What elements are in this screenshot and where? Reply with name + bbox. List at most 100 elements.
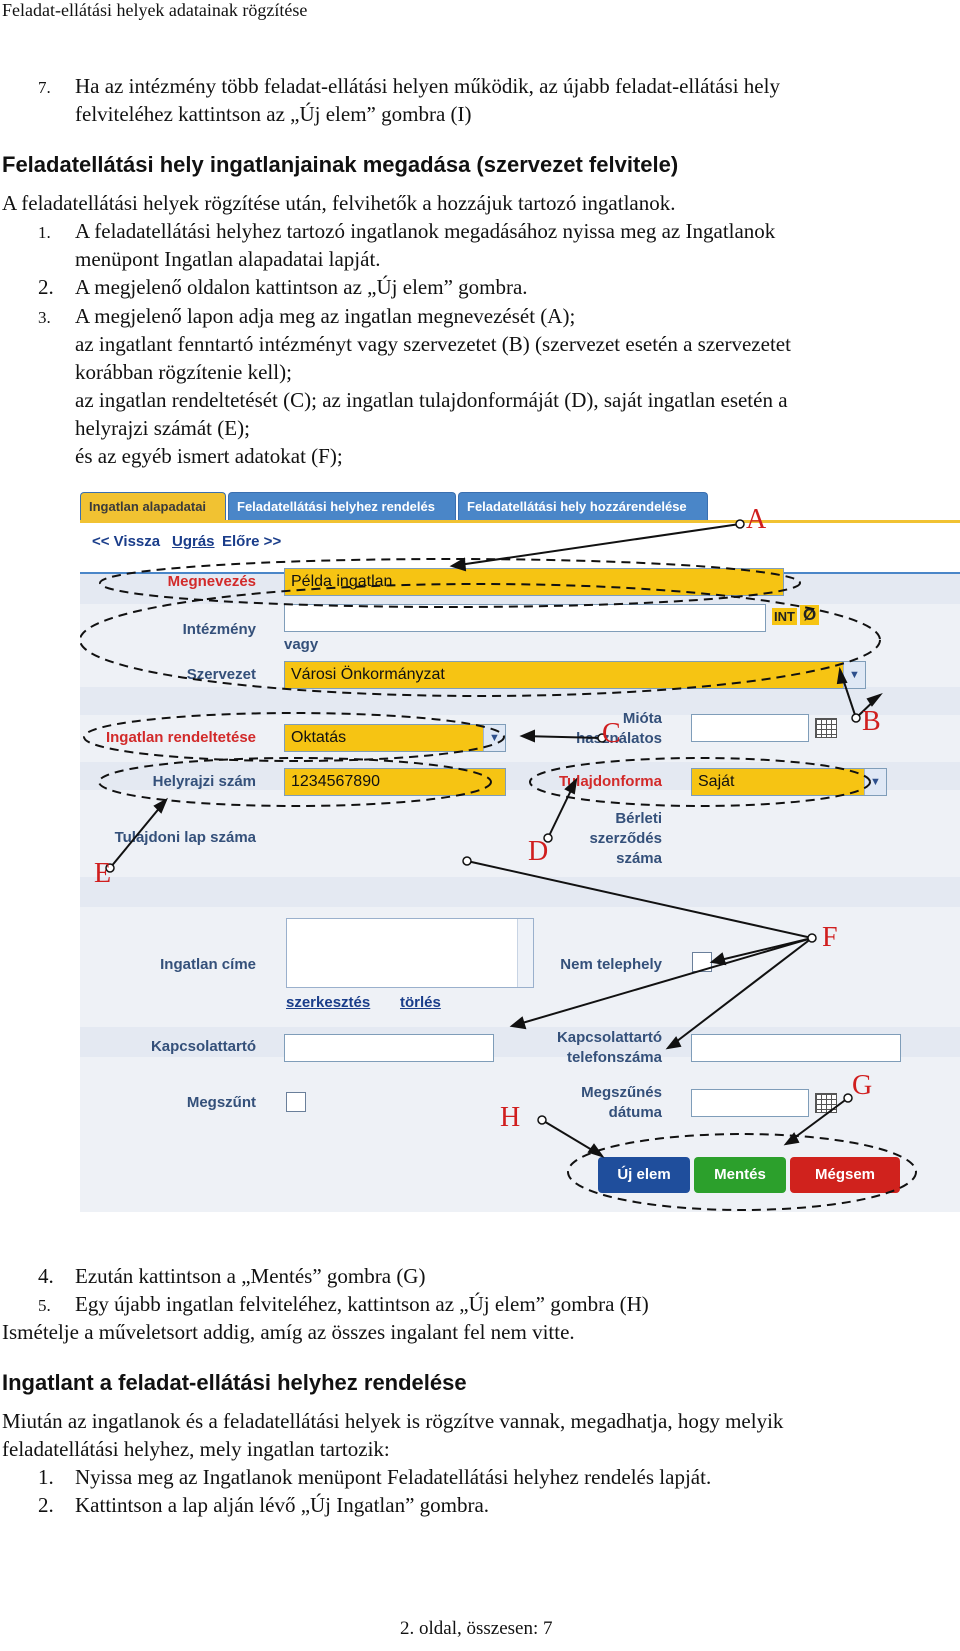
arrow-c: [521, 735, 603, 739]
ingatlan-cime-textarea[interactable]: [286, 918, 534, 988]
arrow-f-4: [667, 937, 813, 1049]
marker-a: A: [746, 504, 767, 535]
scrollbar[interactable]: [517, 919, 533, 987]
list-number: 1.: [38, 1465, 54, 1489]
forward-link[interactable]: Előre >>: [222, 533, 282, 550]
list-item-text: helyrajzi számát (E);: [75, 416, 250, 440]
marker-f: F: [822, 922, 838, 953]
intezmeny-select-button[interactable]: INT: [772, 608, 797, 625]
paragraph: Ismételje a műveletsort addig, amíg az ö…: [2, 1320, 575, 1344]
list-item-text: menüpont Ingatlan alapadatai lapját.: [75, 247, 381, 271]
label-kapcsolattarto: Kapcsolattartó: [150, 1038, 256, 1055]
label-miota-line1: Mióta: [622, 710, 662, 727]
label-megszunes-line2: dátuma: [608, 1104, 662, 1121]
list-item-text: felviteléhez kattintson az „Új elem” gom…: [75, 102, 472, 126]
list-number: 4.: [38, 1264, 54, 1288]
section-heading: Ingatlant a feladat-ellátási helyhez ren…: [2, 1370, 467, 1395]
list-item-text: az ingatlan rendeltetését (C); az ingatl…: [75, 388, 788, 412]
tab-ingatlan-alapadatai[interactable]: Ingatlan alapadatai: [80, 492, 226, 520]
list-item-text: az ingatlant fenntartó intézményt vagy s…: [75, 332, 791, 356]
marker-h: H: [500, 1102, 521, 1133]
megszunt-checkbox[interactable]: [286, 1092, 306, 1112]
marker-d: D: [528, 836, 549, 867]
list-item-text: Kattintson a lap alján lévő „Új Ingatlan…: [75, 1493, 490, 1517]
list-number: 5.: [38, 1296, 51, 1315]
chevron-down-icon[interactable]: ▼: [864, 769, 886, 795]
highlight-ellipse-b: [80, 583, 881, 697]
chevron-down-icon[interactable]: ▼: [483, 725, 505, 751]
intezmeny-input[interactable]: [284, 604, 766, 632]
arrow-g: [785, 1097, 849, 1145]
label-berleti-line1: Bérleti: [615, 810, 662, 827]
label-megszunes-line1: Megszűnés: [581, 1084, 662, 1101]
marker-c: C: [602, 718, 621, 749]
list-number: 2.: [38, 1493, 54, 1517]
tulajdonforma-value: Saját: [698, 773, 735, 790]
calendar-icon[interactable]: [815, 1093, 837, 1113]
megszunes-date-input[interactable]: [691, 1089, 809, 1117]
label-megnevezes: Megnevezés: [167, 573, 256, 590]
form-screenshot-figure: Ingatlan alapadatai Feladatellátási hely…: [80, 492, 960, 1252]
list-item-text: és az egyéb ismert adatokat (F);: [75, 444, 343, 468]
rendeltetes-select[interactable]: Oktatás ▼: [284, 724, 506, 752]
paragraph: Miután az ingatlanok és a feladatellátás…: [2, 1409, 784, 1433]
rendeltetes-value: Oktatás: [291, 729, 347, 746]
label-helyrajzi-szam: Helyrajzi szám: [152, 773, 256, 790]
label-tulajdonforma: Tulajdonforma: [558, 773, 662, 790]
helyrajzi-szam-input[interactable]: 1234567890: [284, 768, 506, 796]
list-item-text: A megjelenő oldalon kattintson az „Új el…: [75, 275, 528, 299]
megnevezes-input[interactable]: Példa ingatlan: [284, 568, 784, 596]
szervezet-value: Városi Önkormányzat: [291, 666, 445, 683]
label-kapcs-telefon-line2: telefonszáma: [566, 1049, 662, 1066]
label-tulajdoni-lap-szama: Tulajdoni lap száma: [114, 829, 256, 846]
form-row-stripe: [80, 687, 960, 715]
record-navigation: << Vissza Ugrás Előre >>: [80, 520, 960, 562]
edit-link[interactable]: szerkesztés: [286, 994, 371, 1011]
highlight-ellipse-a: [99, 558, 801, 608]
list-number: 1.: [38, 223, 51, 242]
list-item-text: Nyissa meg az Ingatlanok menüpont Felada…: [75, 1465, 712, 1489]
marker-b: B: [862, 706, 881, 737]
delete-link[interactable]: törlés: [400, 994, 441, 1011]
back-link[interactable]: << Vissza: [92, 533, 161, 550]
tab-feladatellatasi-hely-hozzarendelese[interactable]: Feladatellátási hely hozzárendelése: [458, 492, 708, 520]
kapcsolattarto-telefon-input[interactable]: [691, 1034, 901, 1062]
marker-g: G: [852, 1070, 873, 1101]
label-berleti-line3: száma: [616, 850, 662, 867]
label-berleti-line2: szerződés: [589, 830, 662, 847]
list-number: 3.: [38, 308, 51, 327]
label-intezmeny: Intézmény: [182, 621, 256, 638]
list-item-text: A megjelenő lapon adja meg az ingatlan m…: [75, 304, 576, 328]
highlight-ellipse-d: [529, 757, 871, 807]
paragraph: feladatellátási helyhez, mely ingatlan t…: [2, 1437, 390, 1461]
vagy-label: vagy: [284, 636, 319, 653]
list-item-text: A feladatellátási helyhez tartozó ingatl…: [75, 219, 776, 243]
list-item-text: Ha az intézmény több feladat-ellátási he…: [75, 74, 780, 98]
jump-link[interactable]: Ugrás: [172, 533, 215, 550]
label-kapcs-telefon-line1: Kapcsolattartó: [556, 1029, 662, 1046]
arrow-a: [451, 523, 741, 567]
paragraph: A feladatellátási helyek rögzítése után,…: [2, 191, 676, 215]
tab-feladatellatasi-helyhez-rendeles[interactable]: Feladatellátási helyhez rendelés: [228, 492, 456, 520]
form-row-stripe: [80, 877, 960, 907]
szervezet-select[interactable]: Városi Önkormányzat ▼: [284, 661, 866, 689]
kapcsolattarto-input[interactable]: [284, 1034, 494, 1062]
label-nem-telephely: Nem telephely: [560, 956, 662, 973]
label-ingatlan-rendeltetese: Ingatlan rendeltetése: [105, 729, 256, 746]
save-button[interactable]: Mentés: [694, 1157, 786, 1193]
highlight-ellipse-e: [98, 757, 492, 807]
label-miota-line2: használatos: [576, 730, 662, 747]
new-item-button[interactable]: Új elem: [598, 1157, 690, 1193]
calendar-icon[interactable]: [815, 718, 837, 738]
miota-date-input[interactable]: [691, 714, 809, 742]
highlight-ellipse-buttons: [567, 1133, 917, 1211]
list-number: 2.: [38, 275, 54, 299]
list-item-text: Ezután kattintson a „Mentés” gombra (G): [75, 1264, 426, 1288]
label-szervezet: Szervezet: [186, 666, 256, 683]
arrow-f-3: [511, 937, 813, 1027]
page-footer: 2. oldal, összesen: 7: [400, 1618, 553, 1639]
arrow-e: [109, 799, 167, 869]
label-ingatlan-cime: Ingatlan címe: [160, 956, 256, 973]
marker-e: E: [94, 858, 112, 889]
cancel-button[interactable]: Mégsem: [790, 1157, 900, 1193]
